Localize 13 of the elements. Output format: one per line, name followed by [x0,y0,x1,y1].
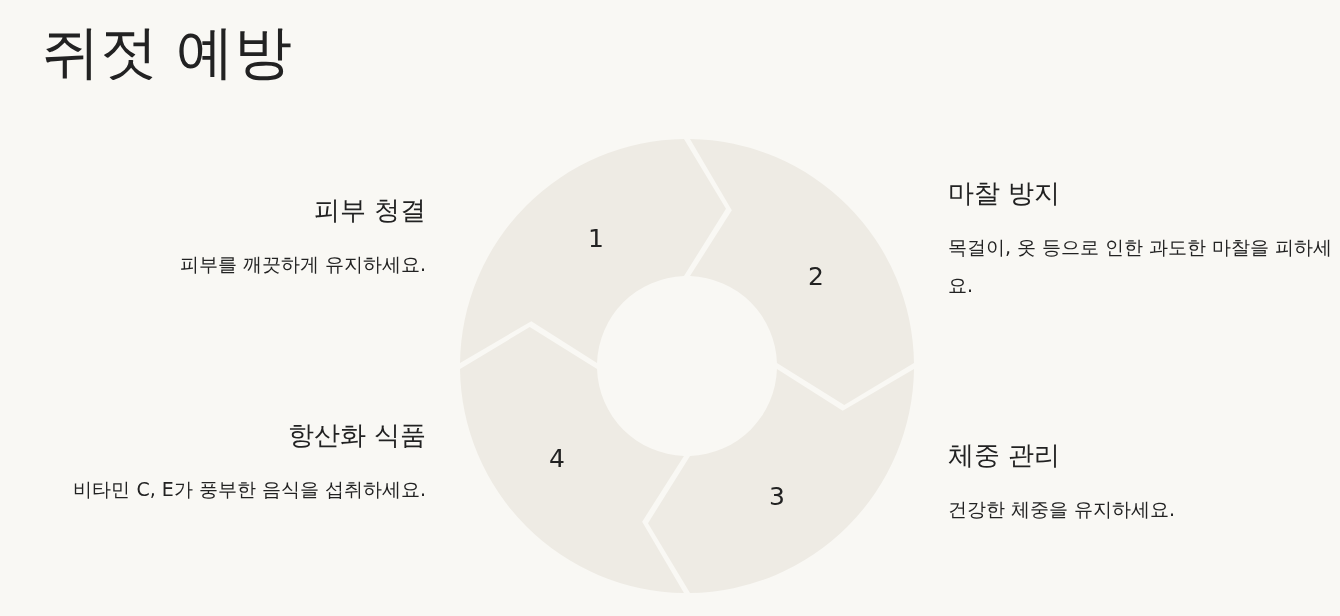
step-number: 4 [549,445,565,471]
step-number: 1 [588,225,604,251]
step-heading: 피부 청결 [312,195,426,227]
step-heading: 항산화 식품 [286,420,426,452]
step-number: 3 [769,483,785,509]
step-heading: 마찰 방지 [948,178,1062,210]
step-description: 목걸이, 옷 등으로 인한 과도한 마찰을 피하세요. [948,235,1333,298]
step-description: 비타민 C, E가 풍부한 음식을 섭취하세요. [72,477,426,502]
step-heading: 체중 관리 [948,440,1062,472]
step-description: 피부를 깨끗하게 유지하세요. [178,252,426,277]
step-description: 건강한 체중을 유지하세요. [948,497,1177,522]
step-number: 2 [808,263,824,289]
title: 쥐젓 예방 [42,18,293,88]
